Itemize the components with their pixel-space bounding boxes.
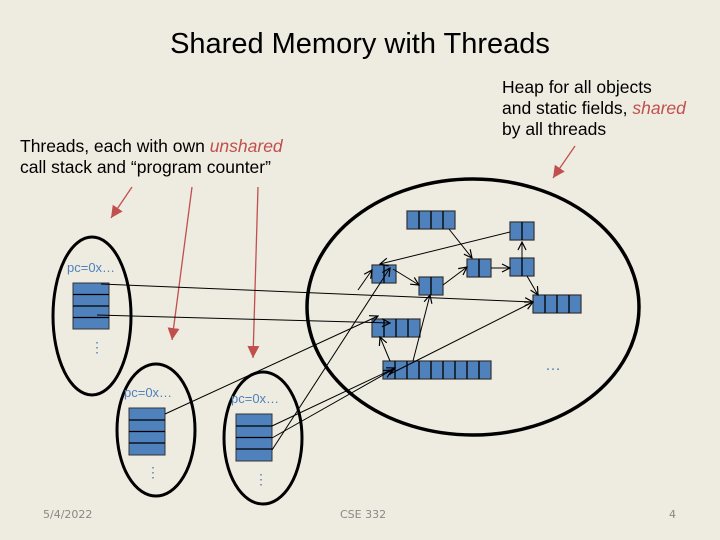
slide-title: Shared Memory with Threads	[170, 28, 550, 60]
pointer-arrow-6	[271, 268, 390, 451]
threads-label-line1: Threads, each with own unshared	[20, 136, 283, 157]
pointer-arrow-13	[526, 275, 538, 295]
heap-object-b	[509, 221, 535, 241]
pointer-arrow-7	[448, 228, 472, 258]
heap-object-d	[418, 276, 444, 296]
thread2-annotation-arrow	[167, 186, 193, 341]
heap-objects	[371, 210, 582, 380]
pointer-arrow-15	[412, 295, 430, 362]
thread1-stack	[72, 282, 110, 330]
pointer-arrows	[96, 228, 538, 451]
thread1-more-frames: ⋮	[90, 339, 104, 355]
pointer-arrow-8	[380, 231, 511, 264]
pointer-arrow-4	[271, 368, 395, 427]
heap-object-f	[509, 257, 535, 277]
pointer-arrow-2	[96, 314, 390, 323]
heap-more-objects: …	[545, 357, 561, 374]
pointer-arrow-1	[100, 283, 533, 302]
thread3-more-frames: ⋮	[254, 471, 268, 487]
thread1-pc-label: pc=0x…	[67, 260, 115, 275]
heap-ellipse	[305, 177, 641, 437]
heap-label-line3: by all threads	[502, 119, 607, 139]
threads-label: Threads, each with own unshared call sta…	[20, 136, 283, 178]
heap-label: Heap for all objects and static fields, …	[502, 77, 686, 140]
heap-object-e	[466, 258, 492, 278]
thread1-annotation-arrow	[110, 186, 133, 219]
footer-date: 5/4/2022	[43, 508, 93, 521]
heap-object-i	[382, 360, 492, 380]
heap-label-line2-text: and static fields,	[502, 98, 633, 118]
pointer-arrow-9	[392, 268, 419, 285]
footer-course: CSE 332	[340, 508, 387, 521]
heap-object-g	[532, 294, 582, 314]
heap-label-line2: and static fields, shared	[502, 98, 686, 119]
heap-annotation-arrow	[552, 145, 576, 179]
pointer-arrow-5	[271, 370, 392, 439]
thread3-annotation-arrow	[247, 186, 260, 359]
heap-object-h	[371, 318, 421, 338]
pointer-arrow-3	[164, 316, 378, 415]
pointer-arrow-17	[357, 270, 372, 291]
thread2-stack	[128, 407, 166, 456]
thread3-ellipse	[222, 370, 304, 506]
pointer-arrow-16	[389, 302, 533, 375]
thread3-stack	[235, 413, 273, 462]
thread2-more-frames: ⋮	[146, 464, 160, 480]
thread3-pc-label: pc=0x…	[231, 391, 279, 406]
pointer-arrow-10	[442, 267, 467, 286]
threads-label-line1-text: Threads, each with own	[20, 136, 210, 156]
heap-object-c	[371, 264, 397, 284]
shared-emphasis: shared	[632, 98, 686, 118]
threads-label-line2: call stack and “program counter”	[20, 157, 271, 177]
heap-label-line1: Heap for all objects	[502, 77, 652, 97]
thread2-ellipse	[115, 362, 197, 498]
footer-page-number: 4	[669, 508, 676, 521]
heap-object-a	[406, 210, 456, 230]
thread2-pc-label: pc=0x…	[124, 385, 172, 400]
pointer-arrow-14	[380, 337, 391, 362]
unshared-emphasis: unshared	[209, 136, 283, 156]
